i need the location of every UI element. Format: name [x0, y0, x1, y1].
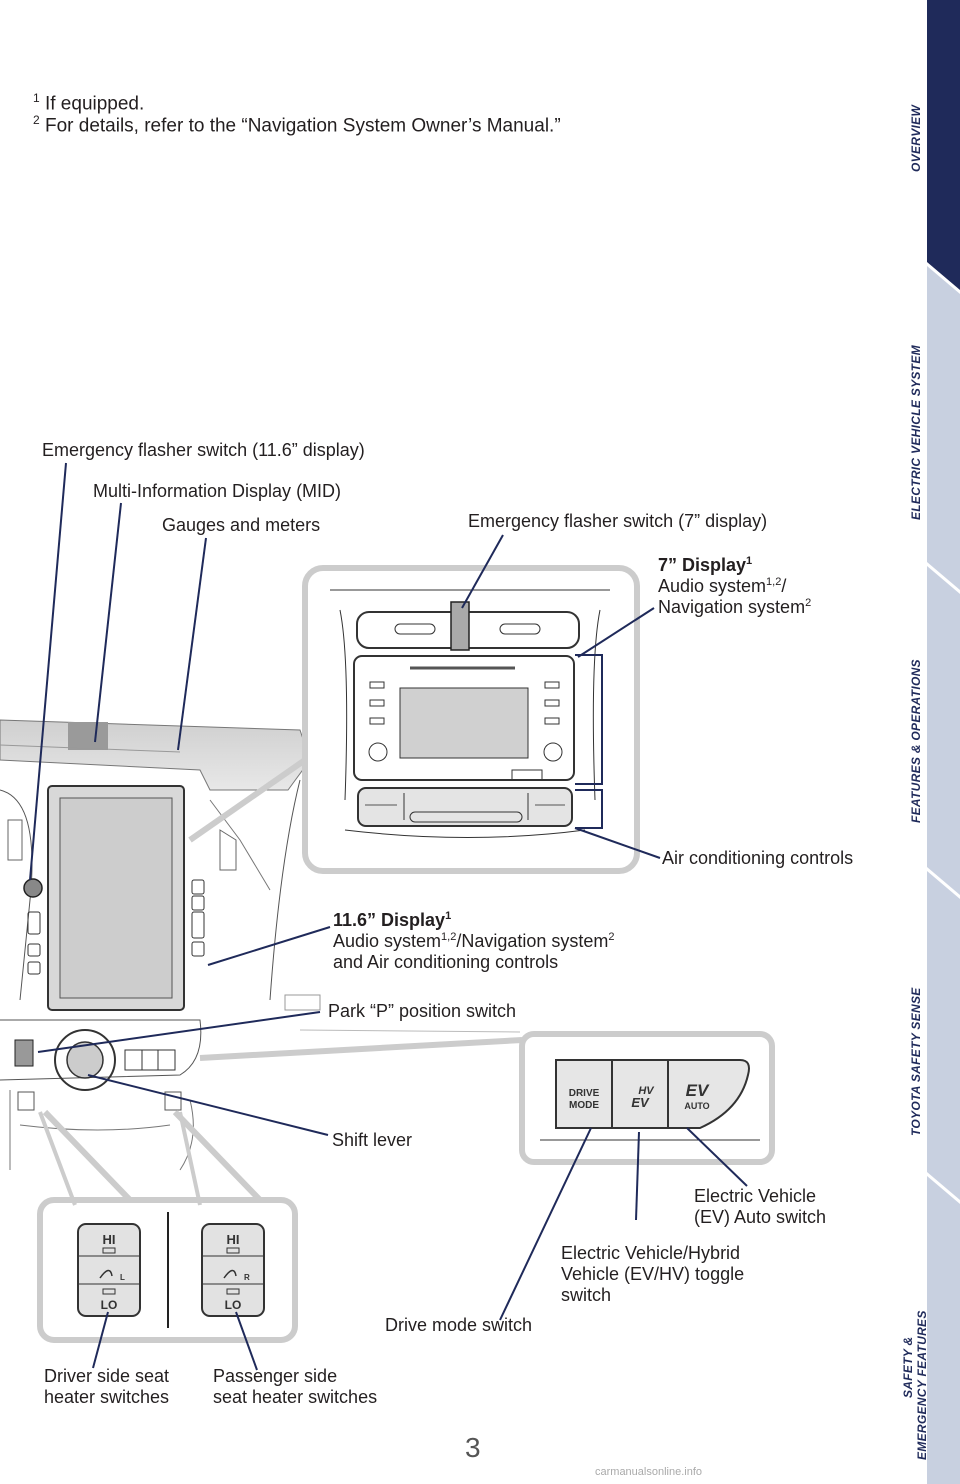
label-gauges: Gauges and meters	[162, 515, 321, 535]
watermark: carmanualsonline.info	[595, 1466, 703, 1478]
hv-text: HV	[638, 1085, 655, 1097]
ac-panel-shape	[357, 787, 573, 827]
shift-lever-shape	[54, 1029, 116, 1091]
label-park: Park “P” position switch	[328, 1001, 517, 1021]
drive-mode-text-2: MODE	[569, 1100, 599, 1111]
label-ev-auto: Electric Vehicle (EV) Auto switch	[694, 1186, 827, 1227]
tab-safety[interactable]: SAFETY &	[901, 1336, 915, 1398]
label-flasher-11-6: Emergency flasher switch (11.6” display)	[42, 440, 365, 460]
label-mid: Multi-Information Display (MID)	[93, 481, 342, 501]
dashboard-shape	[0, 719, 311, 791]
label-ac-controls: Air conditioning controls	[662, 848, 854, 868]
label-passenger-seat: Passenger side seat heater switches	[213, 1366, 378, 1407]
label-driver-seat: Driver side seat heater switches	[44, 1366, 170, 1407]
ev-switch-panel-shape	[555, 1059, 750, 1129]
page-number: 3	[465, 1432, 481, 1463]
tab-overview[interactable]: OVERVIEW	[909, 104, 923, 172]
label-drive-mode: Drive mode switch	[385, 1315, 533, 1335]
ev-auto-big-text: EV	[686, 1081, 710, 1100]
tab-electric-vehicle-system[interactable]: ELECTRIC VEHICLE SYSTEM	[909, 345, 923, 520]
driver-lo-text: LO	[101, 1298, 118, 1312]
label-shift: Shift lever	[332, 1130, 413, 1150]
driver-hi-text: HI	[103, 1232, 116, 1247]
label-flasher-7: Emergency flasher switch (7” display)	[468, 511, 768, 531]
footnote-1: 1 If equipped.	[33, 91, 145, 115]
tab-toyota-safety-sense[interactable]: TOYOTA SAFETY SENSE	[909, 987, 923, 1136]
driver-l-text: L	[120, 1273, 125, 1282]
ev-auto-text: AUTO	[684, 1101, 709, 1111]
dashboard-illustration: DRIVE MODE HV EV EV AUTO HI L LO HI R LO	[0, 462, 775, 1371]
label-display-11-6: 11.6” Display1 Audio system1,2/Navigatio…	[333, 910, 615, 972]
label-ev-hv-toggle: Electric Vehicle/Hybrid Vehicle (EV/HV) …	[561, 1243, 745, 1305]
sidebar-tabs-bg	[927, 0, 960, 1484]
tab-emergency-features[interactable]: EMERGENCY FEATURES	[915, 1310, 929, 1460]
passenger-lo-text: LO	[225, 1298, 242, 1312]
sidebar: OVERVIEW ELECTRIC VEHICLE SYSTEM FEATURE…	[901, 0, 960, 1484]
tab-features-operations[interactable]: FEATURES & OPERATIONS	[909, 659, 923, 823]
flasher-button-shape	[23, 878, 43, 898]
ev-toggle-text: EV	[631, 1095, 650, 1110]
drive-mode-text-1: DRIVE	[569, 1088, 600, 1099]
mid-display-shape	[68, 722, 108, 750]
label-display-7: 7” Display1 Audio system1,2/ Navigation …	[658, 555, 812, 617]
leader-lines	[29, 462, 748, 1371]
passenger-r-text: R	[244, 1273, 250, 1282]
footnote-2: 2 For details, refer to the “Navigation …	[33, 113, 561, 137]
passenger-hi-text: HI	[227, 1232, 240, 1247]
